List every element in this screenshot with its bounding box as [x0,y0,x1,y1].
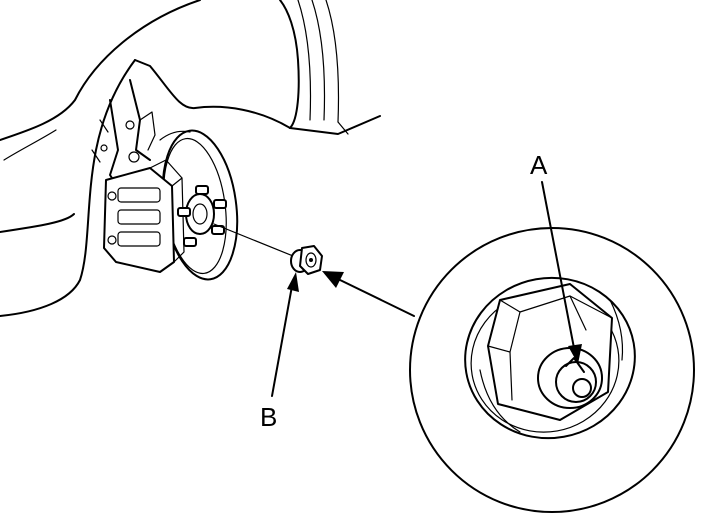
detail-pointer-arrow [322,271,415,317]
wheel-stud [213,199,227,209]
wheel-stud [195,185,209,195]
spindle-nut [290,245,323,275]
wheel-stud [183,237,197,247]
detail-magnifier [409,181,695,513]
brake-caliper [103,159,185,273]
wheel-stud [177,207,191,217]
callout-label-b: B [260,402,278,432]
axle-axis-line [213,223,299,259]
vehicle-body [0,0,381,317]
nut-detail [464,276,636,440]
leader-line-a [541,181,582,364]
leader-line-b [271,272,299,397]
callout-label-a: A [530,150,548,180]
